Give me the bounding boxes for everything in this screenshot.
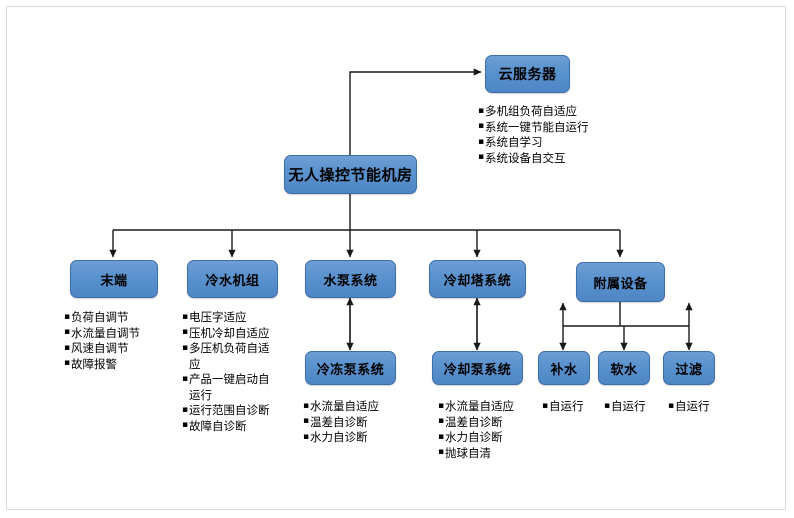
- node-makeup-water-label: 补水: [550, 362, 578, 378]
- list-item: 系统设备自交互: [478, 150, 628, 167]
- list-item: 自运行: [668, 399, 728, 415]
- node-makeup-water[interactable]: 补水: [538, 351, 590, 385]
- bullets-makeup-water: 自运行: [542, 399, 602, 415]
- node-terminal-label: 末端: [100, 273, 128, 289]
- node-cloud-server[interactable]: 云服务器: [485, 55, 570, 93]
- list-item: 抛球自清: [438, 445, 553, 462]
- list-item: 系统自学习: [478, 135, 628, 151]
- list-item: 水力自诊断: [303, 430, 418, 446]
- page-frame: [6, 6, 786, 510]
- list-item: 温差自诊断: [438, 414, 553, 431]
- node-pump-system-label: 水泵系统: [323, 273, 378, 289]
- bullets-chiller: 电压字适应 压机冷却自适应 多压机负荷自适应 产品一键启动自运行 运行范围自诊断…: [182, 310, 274, 434]
- node-terminal[interactable]: 末端: [70, 260, 158, 298]
- list-item: 水力自诊断: [438, 430, 553, 446]
- bullets-chilled-pump: 水流量自适应 温差自诊断 水力自诊断: [303, 399, 418, 446]
- list-item: 故障自诊断: [182, 418, 274, 435]
- list-item: 水流量自适应: [303, 399, 418, 415]
- node-soft-water[interactable]: 软水: [598, 351, 650, 385]
- list-item: 多压机负荷自适应: [182, 341, 274, 372]
- node-cloud-server-label: 云服务器: [498, 67, 557, 83]
- bullets-filter: 自运行: [668, 399, 728, 415]
- node-filter-label: 过滤: [675, 362, 703, 378]
- list-item: 风速自调节: [64, 341, 174, 357]
- list-item: 负荷自调节: [64, 310, 174, 326]
- node-soft-water-label: 软水: [610, 362, 638, 378]
- node-cooling-pump-label: 冷却泵系统: [443, 362, 512, 378]
- list-item: 自运行: [542, 399, 602, 415]
- node-chiller-label: 冷水机组: [205, 273, 260, 289]
- node-chiller[interactable]: 冷水机组: [187, 260, 278, 298]
- list-item: 电压字适应: [182, 310, 274, 326]
- list-item: 多机组负荷自适应: [478, 104, 628, 120]
- bullets-cooling-pump: 水流量自适应 温差自诊断 水力自诊断 抛球自清: [438, 399, 553, 461]
- node-cooling-tower-label: 冷却塔系统: [443, 273, 512, 289]
- node-chilled-pump-label: 冷冻泵系统: [316, 362, 385, 378]
- node-cooling-pump[interactable]: 冷却泵系统: [432, 351, 523, 385]
- bullets-cloud-server: 多机组负荷自适应 系统一键节能自运行 系统自学习 系统设备自交互: [478, 104, 628, 166]
- bullets-soft-water: 自运行: [604, 399, 664, 415]
- list-item: 温差自诊断: [303, 414, 418, 431]
- list-item: 系统一键节能自运行: [478, 119, 628, 136]
- list-item: 故障报警: [64, 356, 174, 373]
- list-item: 运行范围自诊断: [182, 403, 274, 419]
- node-root[interactable]: 无人操控节能机房: [284, 155, 417, 194]
- list-item: 水流量自适应: [438, 399, 553, 415]
- node-cooling-tower[interactable]: 冷却塔系统: [429, 260, 526, 298]
- node-root-label: 无人操控节能机房: [288, 166, 413, 184]
- list-item: 自运行: [604, 399, 664, 415]
- list-item: 水流量自调节: [64, 325, 174, 342]
- node-filter[interactable]: 过滤: [663, 351, 715, 385]
- list-item: 压机冷却自适应: [182, 325, 274, 342]
- list-item: 产品一键启动自运行: [182, 372, 274, 403]
- node-chilled-pump[interactable]: 冷冻泵系统: [305, 351, 396, 385]
- node-auxiliary-label: 附属设备: [593, 276, 648, 292]
- node-pump-system[interactable]: 水泵系统: [305, 260, 396, 298]
- node-auxiliary[interactable]: 附属设备: [576, 262, 665, 302]
- bullets-terminal: 负荷自调节 水流量自调节 风速自调节 故障报警: [64, 310, 174, 372]
